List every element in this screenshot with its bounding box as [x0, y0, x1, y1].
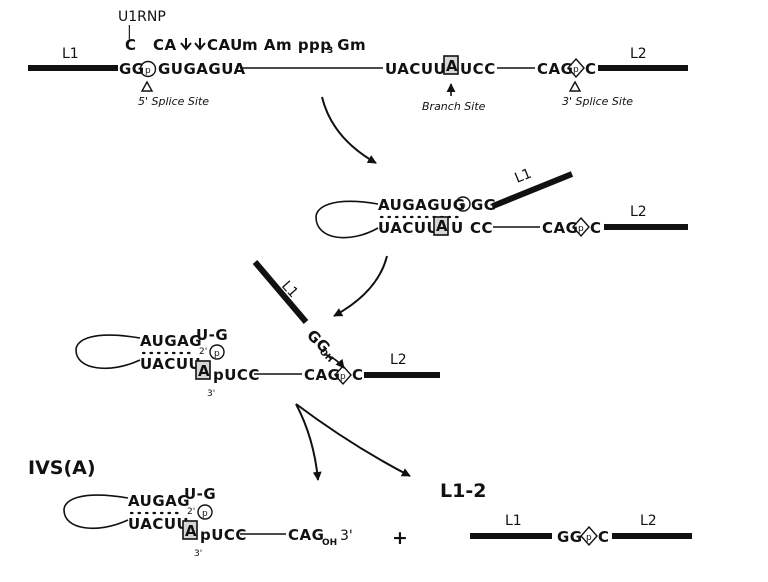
branch-a: A	[446, 57, 458, 75]
seq-c: C	[590, 219, 602, 237]
branch-a: A	[436, 217, 448, 235]
u1-cau: CAU	[207, 36, 243, 54]
phosphate-circle-icon	[139, 60, 157, 78]
phosphate-p: p	[578, 224, 584, 234]
phosphate-diamond-icon	[572, 216, 590, 238]
u1-seq: CA	[153, 36, 177, 54]
seq-augag: AUGAG	[128, 492, 190, 510]
phosphate-p-3: p	[573, 65, 579, 75]
two-prime: 2'	[199, 347, 207, 357]
splice-5-label: 5' Splice Site	[138, 95, 209, 108]
branch-a-box	[433, 216, 449, 236]
lariat-loop	[75, 334, 141, 370]
phosphate-circle-icon	[209, 344, 225, 360]
seq-ucc: UCC	[460, 60, 496, 78]
cap-structure: m Am ppp Gm	[242, 36, 366, 54]
seq-u: U	[451, 219, 464, 237]
phosphate-circle-icon	[455, 196, 471, 212]
seq-cag: CAG	[542, 219, 578, 237]
seq-uacuu: UACUU	[128, 515, 189, 533]
phosphate-p: p	[202, 509, 208, 519]
seq-uacuu: UACUU	[140, 355, 201, 373]
three-prime: 3'	[207, 389, 215, 399]
phosphate-diamond-icon	[567, 57, 585, 79]
exon-l1-label: L1	[62, 46, 79, 62]
exon-l1-label: L1	[513, 166, 534, 187]
seq-c: C	[585, 60, 597, 78]
seq-ug: U-G	[196, 326, 228, 344]
down-arrow-head-icon	[194, 42, 206, 51]
splice-site-triangle-icon	[140, 80, 154, 92]
ivs-lariat: IVS(A) AUGAG U-G 2' p UACUU A pUCC 3' CA…	[28, 457, 353, 559]
seq-gugagua: GUGAGUA	[158, 60, 246, 78]
seq-augagug: AUGAGUG	[378, 196, 466, 214]
seq-gg: GG	[119, 60, 145, 78]
seq-gg: GG	[557, 528, 583, 546]
lariat-loop	[315, 200, 379, 239]
branch-a-box	[443, 55, 459, 75]
step3-complex: L1 GG OH AUGAG U-G 2' p UACUU A pUCC 3' …	[75, 260, 440, 399]
arrow-to-ivs-icon	[295, 403, 322, 481]
phosphate-p: p	[460, 201, 466, 211]
down-arrow-head-icon	[180, 42, 192, 51]
u1rnp-connector: |	[127, 24, 132, 40]
arrow-step1-icon	[321, 96, 377, 164]
branch-a: A	[198, 362, 210, 380]
seq-pucc: pUCC	[200, 526, 247, 544]
phosphate-p: p	[214, 349, 220, 359]
seq-uacuu: UACUU	[378, 219, 439, 237]
exon-l2-label: L2	[390, 352, 407, 368]
u1rnp-label: U1RNP	[118, 9, 166, 25]
phosphate-p: p	[145, 66, 151, 76]
ivs-label: IVS(A)	[28, 457, 96, 479]
pre-mrna: L1 U1RNP | C CA CAU m Am ppp Gm 3 GG p G…	[28, 9, 688, 113]
seq-cag: CAG	[288, 526, 324, 544]
oh-subscript: OH	[322, 538, 337, 548]
branch-a: A	[185, 522, 197, 540]
seq-ug: U-G	[184, 485, 216, 503]
seq-pucc: pUCC	[213, 366, 260, 384]
branch-a-box	[195, 360, 211, 380]
phosphate-diamond-icon	[334, 364, 352, 386]
splice-site-triangle-icon	[568, 80, 582, 92]
step2-complex: AUGAGUG p GG L1 UACUU A U CC CAG p C L2	[315, 166, 688, 239]
exon-l2-label: L2	[640, 513, 657, 529]
three-prime: 3'	[194, 549, 202, 559]
seq-augag: AUGAG	[140, 332, 202, 350]
branch-label: Branch Site	[422, 100, 486, 113]
exon-l1-bar	[491, 171, 574, 209]
seq-cc: CC	[470, 219, 493, 237]
seq-c: C	[352, 366, 364, 384]
plus-sign: +	[392, 527, 408, 549]
seq-uacuu: UACUU	[385, 60, 446, 78]
splice-3-label: 3' Splice Site	[562, 95, 633, 108]
seq-cag: CAG	[537, 60, 573, 78]
seq-cag: CAG	[304, 366, 340, 384]
two-prime: 2'	[187, 507, 195, 517]
seq-c: C	[598, 528, 610, 546]
exon-l2-label: L2	[630, 204, 647, 220]
arrow-to-product-icon	[295, 403, 411, 477]
cleavage-arrows	[180, 38, 206, 51]
ligated-exons: L1-2 L1 GG p C L2	[440, 480, 692, 547]
cap-subscript: 3	[327, 46, 333, 56]
lariat-loop	[63, 494, 129, 530]
phosphate-circle-icon	[197, 504, 213, 520]
branch-a-box	[182, 520, 198, 540]
phosphate-diamond-icon	[580, 525, 598, 547]
seq-gg: GG	[471, 196, 497, 214]
phosphate-p: p	[586, 533, 592, 543]
arrow-step2-icon	[333, 255, 388, 317]
u1-c: C	[125, 36, 137, 54]
exon-l1-label: L1	[505, 513, 522, 529]
ligated-product-label: L1-2	[440, 480, 486, 502]
phosphate-p: p	[340, 372, 346, 382]
three-prime-end: 3'	[340, 528, 353, 544]
exon-l2-label: L2	[630, 46, 647, 62]
exon-l1-bar	[252, 260, 309, 324]
